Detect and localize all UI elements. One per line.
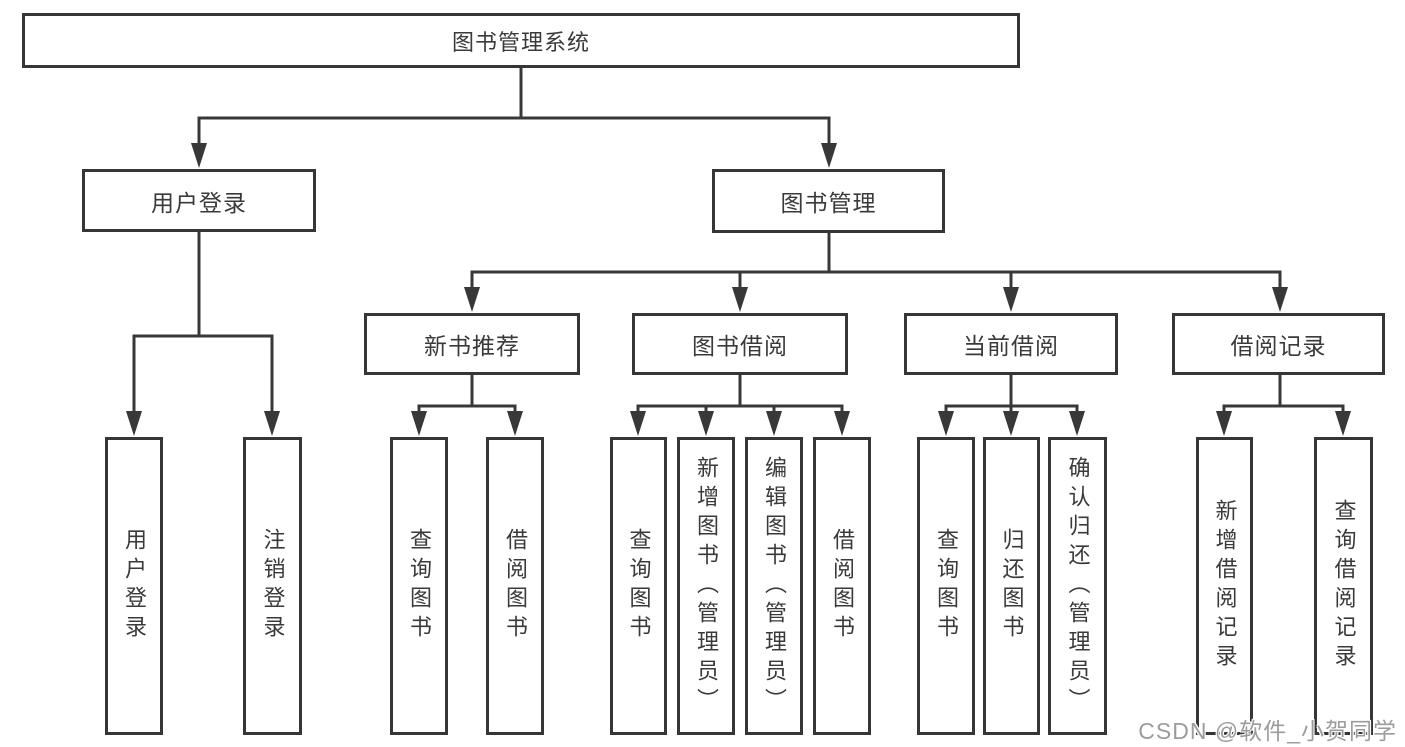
leaf-record-add: 新增借阅记录	[1196, 437, 1253, 735]
node-label: 借阅记录	[1230, 333, 1327, 359]
leaf-borrow-edit-book-admin: 编辑图书（管理员）	[745, 437, 803, 735]
node-label: 注销登录	[260, 528, 286, 644]
node-root-library-system: 图书管理系统	[22, 13, 1020, 68]
node-user-login: 用户登录	[82, 169, 316, 232]
leaf-newbook-borrow-book: 借阅图书	[486, 437, 544, 735]
leaf-newbook-query-book: 查询图书	[390, 437, 448, 735]
node-label: 归还图书	[999, 528, 1025, 644]
leaf-borrow-add-book-admin: 新增图书（管理员）	[677, 437, 735, 735]
node-borrow-record: 借阅记录	[1172, 313, 1385, 375]
node-label: 新书推荐	[424, 333, 520, 359]
leaf-user-login: 用户登录	[105, 437, 163, 735]
node-book-management: 图书管理	[712, 169, 945, 233]
node-book-borrow: 图书借阅	[632, 313, 848, 375]
node-label: 查询图书	[407, 528, 432, 644]
node-label: 新增借阅记录	[1212, 499, 1238, 673]
node-label: 图书管理	[780, 190, 877, 216]
node-label: 图书借阅	[692, 333, 788, 359]
node-label: 图书管理系统	[451, 29, 590, 55]
csdn-watermark: CSDN @软件_小贺同学	[1138, 718, 1397, 744]
node-label: 编辑图书（管理员）	[762, 455, 787, 717]
node-new-book-recommend: 新书推荐	[364, 313, 580, 375]
node-label: 新增图书（管理员）	[694, 455, 719, 717]
leaf-current-query-book: 查询图书	[917, 437, 975, 735]
node-label: 用户登录	[122, 528, 147, 644]
leaf-current-confirm-return-admin: 确认归还（管理员）	[1048, 437, 1107, 735]
node-label: 查询图书	[626, 528, 652, 644]
leaf-logout: 注销登录	[243, 437, 302, 735]
node-label: 确认归还（管理员）	[1065, 455, 1091, 717]
node-label: 查询借阅记录	[1331, 499, 1357, 673]
arrowheads	[126, 143, 1351, 436]
leaf-borrow-query-book: 查询图书	[610, 437, 667, 735]
node-label: 当前借阅	[963, 333, 1059, 359]
node-label: 用户登录	[151, 189, 247, 216]
node-label: 借阅图书	[830, 528, 855, 644]
leaf-borrow-borrow-book: 借阅图书	[813, 437, 871, 735]
node-label: 查询图书	[934, 528, 959, 644]
node-current-borrow: 当前借阅	[904, 313, 1118, 375]
leaf-current-return-book: 归还图书	[983, 437, 1040, 735]
node-label: 借阅图书	[503, 528, 528, 644]
leaf-record-query: 查询借阅记录	[1314, 437, 1373, 735]
